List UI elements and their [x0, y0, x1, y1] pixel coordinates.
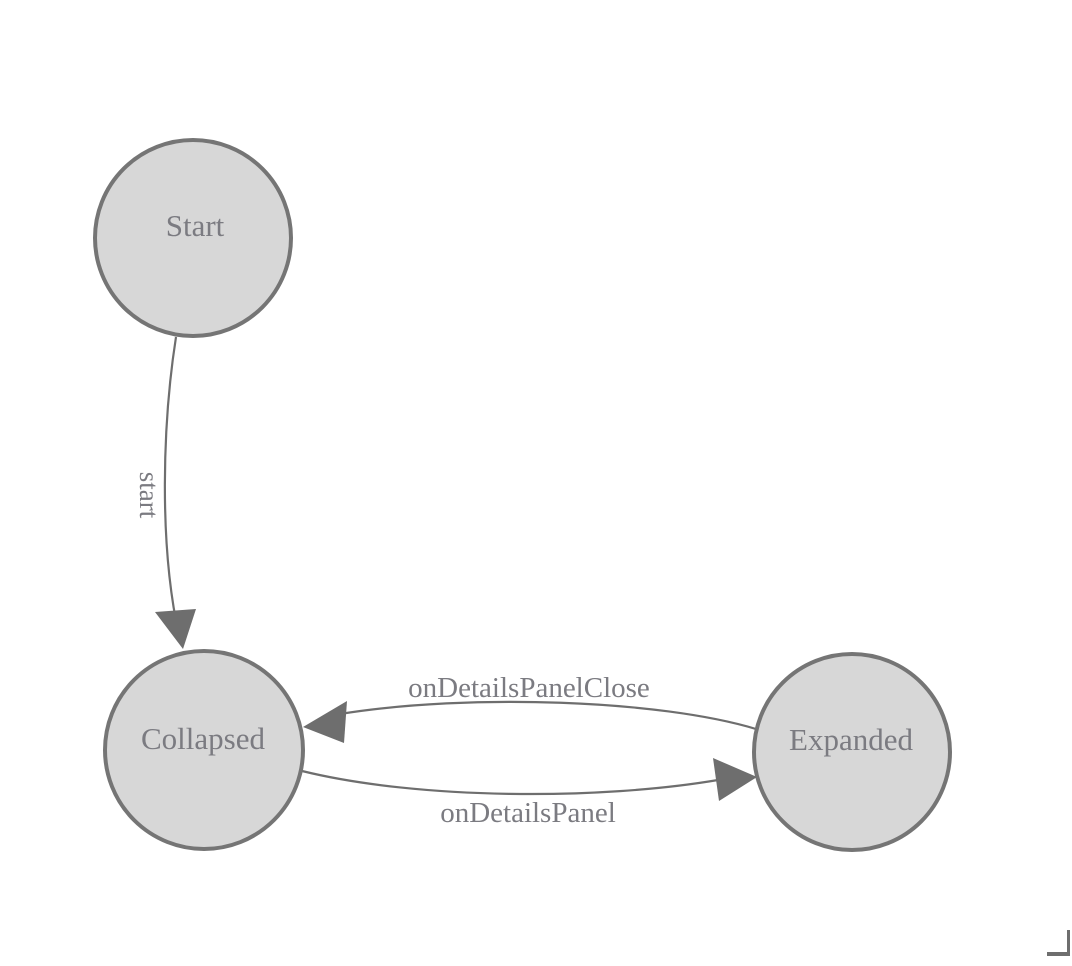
arrowhead-into-collapsed-left: [303, 701, 347, 743]
edge-label-on-details-panel: onDetailsPanel: [440, 797, 616, 829]
edge-label-start: start: [134, 472, 164, 519]
node-start-label: Start: [166, 208, 225, 243]
resize-corner-handle[interactable]: [1047, 930, 1070, 956]
node-start[interactable]: Start: [93, 138, 293, 338]
node-expanded-circle: [752, 652, 952, 852]
edge-path-start-to-collapsed: [163, 336, 182, 641]
node-expanded-label: Expanded: [789, 722, 913, 757]
edge-path-expanded-to-collapsed: [339, 700, 757, 731]
arrowhead-into-collapsed-top: [155, 609, 196, 649]
edge-collapsed-to-expanded[interactable]: [301, 758, 757, 801]
edge-path-collapsed-to-expanded: [301, 769, 719, 796]
edge-start-to-collapsed[interactable]: [155, 336, 196, 649]
resize-corner-horizontal: [1047, 952, 1070, 956]
edge-label-on-details-panel-close: onDetailsPanelClose: [408, 672, 650, 704]
node-collapsed[interactable]: Collapsed: [103, 649, 305, 851]
arrowhead-into-expanded: [713, 758, 757, 801]
node-collapsed-label: Collapsed: [141, 721, 265, 756]
edge-expanded-to-collapsed[interactable]: [303, 700, 757, 743]
node-collapsed-circle: [103, 649, 305, 851]
node-start-circle: [93, 138, 293, 338]
node-expanded[interactable]: Expanded: [752, 652, 952, 852]
resize-corner-vertical: [1067, 930, 1070, 956]
